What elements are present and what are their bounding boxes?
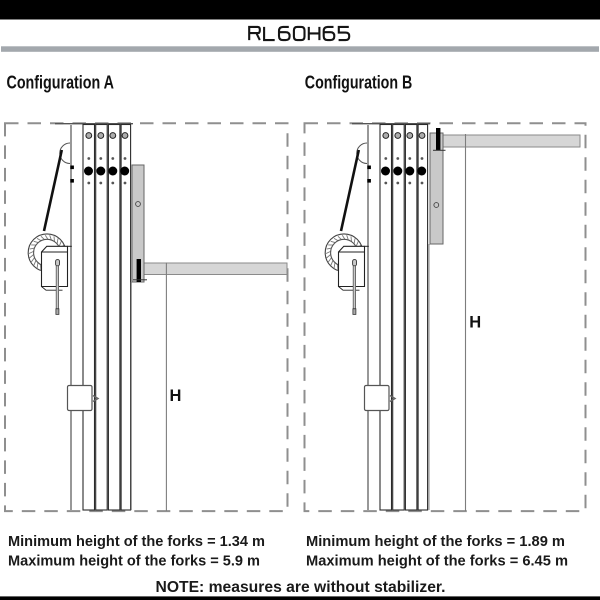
svg-text:H: H — [170, 387, 182, 405]
svg-text:NOTE: measures are without sta: NOTE: measures are without stabilizer. — [156, 579, 446, 596]
svg-text:Configuration B: Configuration B — [305, 73, 413, 93]
svg-text:Minimum height of the forks =: Minimum height of the forks = 1.89 m — [306, 534, 565, 550]
svg-text:Configuration A: Configuration A — [7, 73, 115, 93]
svg-text:H: H — [469, 313, 481, 331]
svg-text:Maximum height of the forks =: Maximum height of the forks = 5.9 m — [8, 553, 260, 569]
svg-text:Minimum height of the forks =: Minimum height of the forks = 1.34 m — [8, 534, 265, 550]
svg-text:Maximum height of the forks =: Maximum height of the forks = 6.45 m — [306, 553, 568, 569]
